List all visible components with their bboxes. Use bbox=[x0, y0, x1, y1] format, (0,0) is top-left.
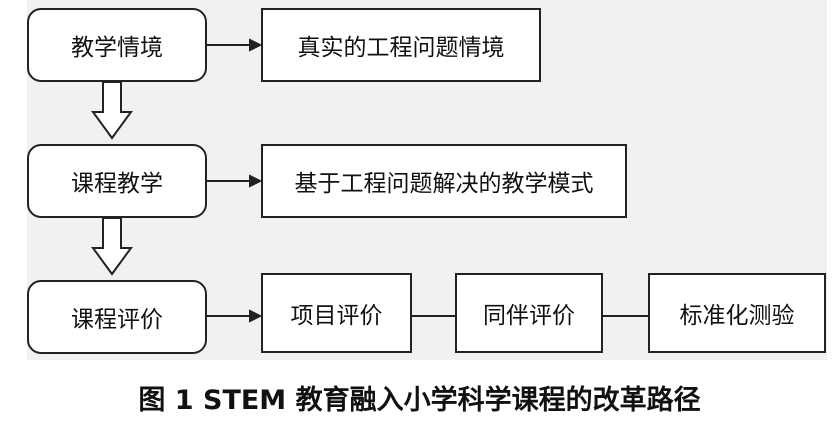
stage-label: 课程评价 bbox=[71, 307, 163, 333]
arrowhead-icon bbox=[249, 174, 263, 188]
stage-course-evaluation: 课程评价 bbox=[27, 280, 207, 354]
arrowhead-icon bbox=[249, 309, 263, 323]
target-label: 基于工程问题解决的教学模式 bbox=[294, 171, 594, 197]
item-project-evaluation: 项目评价 bbox=[261, 273, 412, 353]
item-standardized-test: 标准化测验 bbox=[648, 273, 826, 353]
down-arrow-icon bbox=[91, 81, 133, 140]
target-label: 真实的工程问题情境 bbox=[297, 35, 505, 61]
stage-label: 课程教学 bbox=[71, 171, 163, 197]
item-label: 标准化测验 bbox=[679, 303, 795, 329]
item-peer-evaluation: 同伴评价 bbox=[455, 273, 603, 353]
stage-label: 教学情境 bbox=[71, 35, 163, 61]
stage-course-teaching: 课程教学 bbox=[27, 144, 207, 218]
item-label: 同伴评价 bbox=[483, 303, 575, 329]
down-arrow-icon bbox=[91, 217, 133, 276]
target-real-engineering-context: 真实的工程问题情境 bbox=[261, 8, 541, 82]
target-engineering-problem-model: 基于工程问题解决的教学模式 bbox=[261, 144, 627, 218]
item-label: 项目评价 bbox=[290, 303, 383, 329]
figure-caption: 图 1 STEM 教育融入小学科学课程的改革路径 bbox=[138, 385, 701, 416]
stage-teaching-context: 教学情境 bbox=[27, 8, 207, 82]
arrowhead-icon bbox=[249, 38, 263, 52]
